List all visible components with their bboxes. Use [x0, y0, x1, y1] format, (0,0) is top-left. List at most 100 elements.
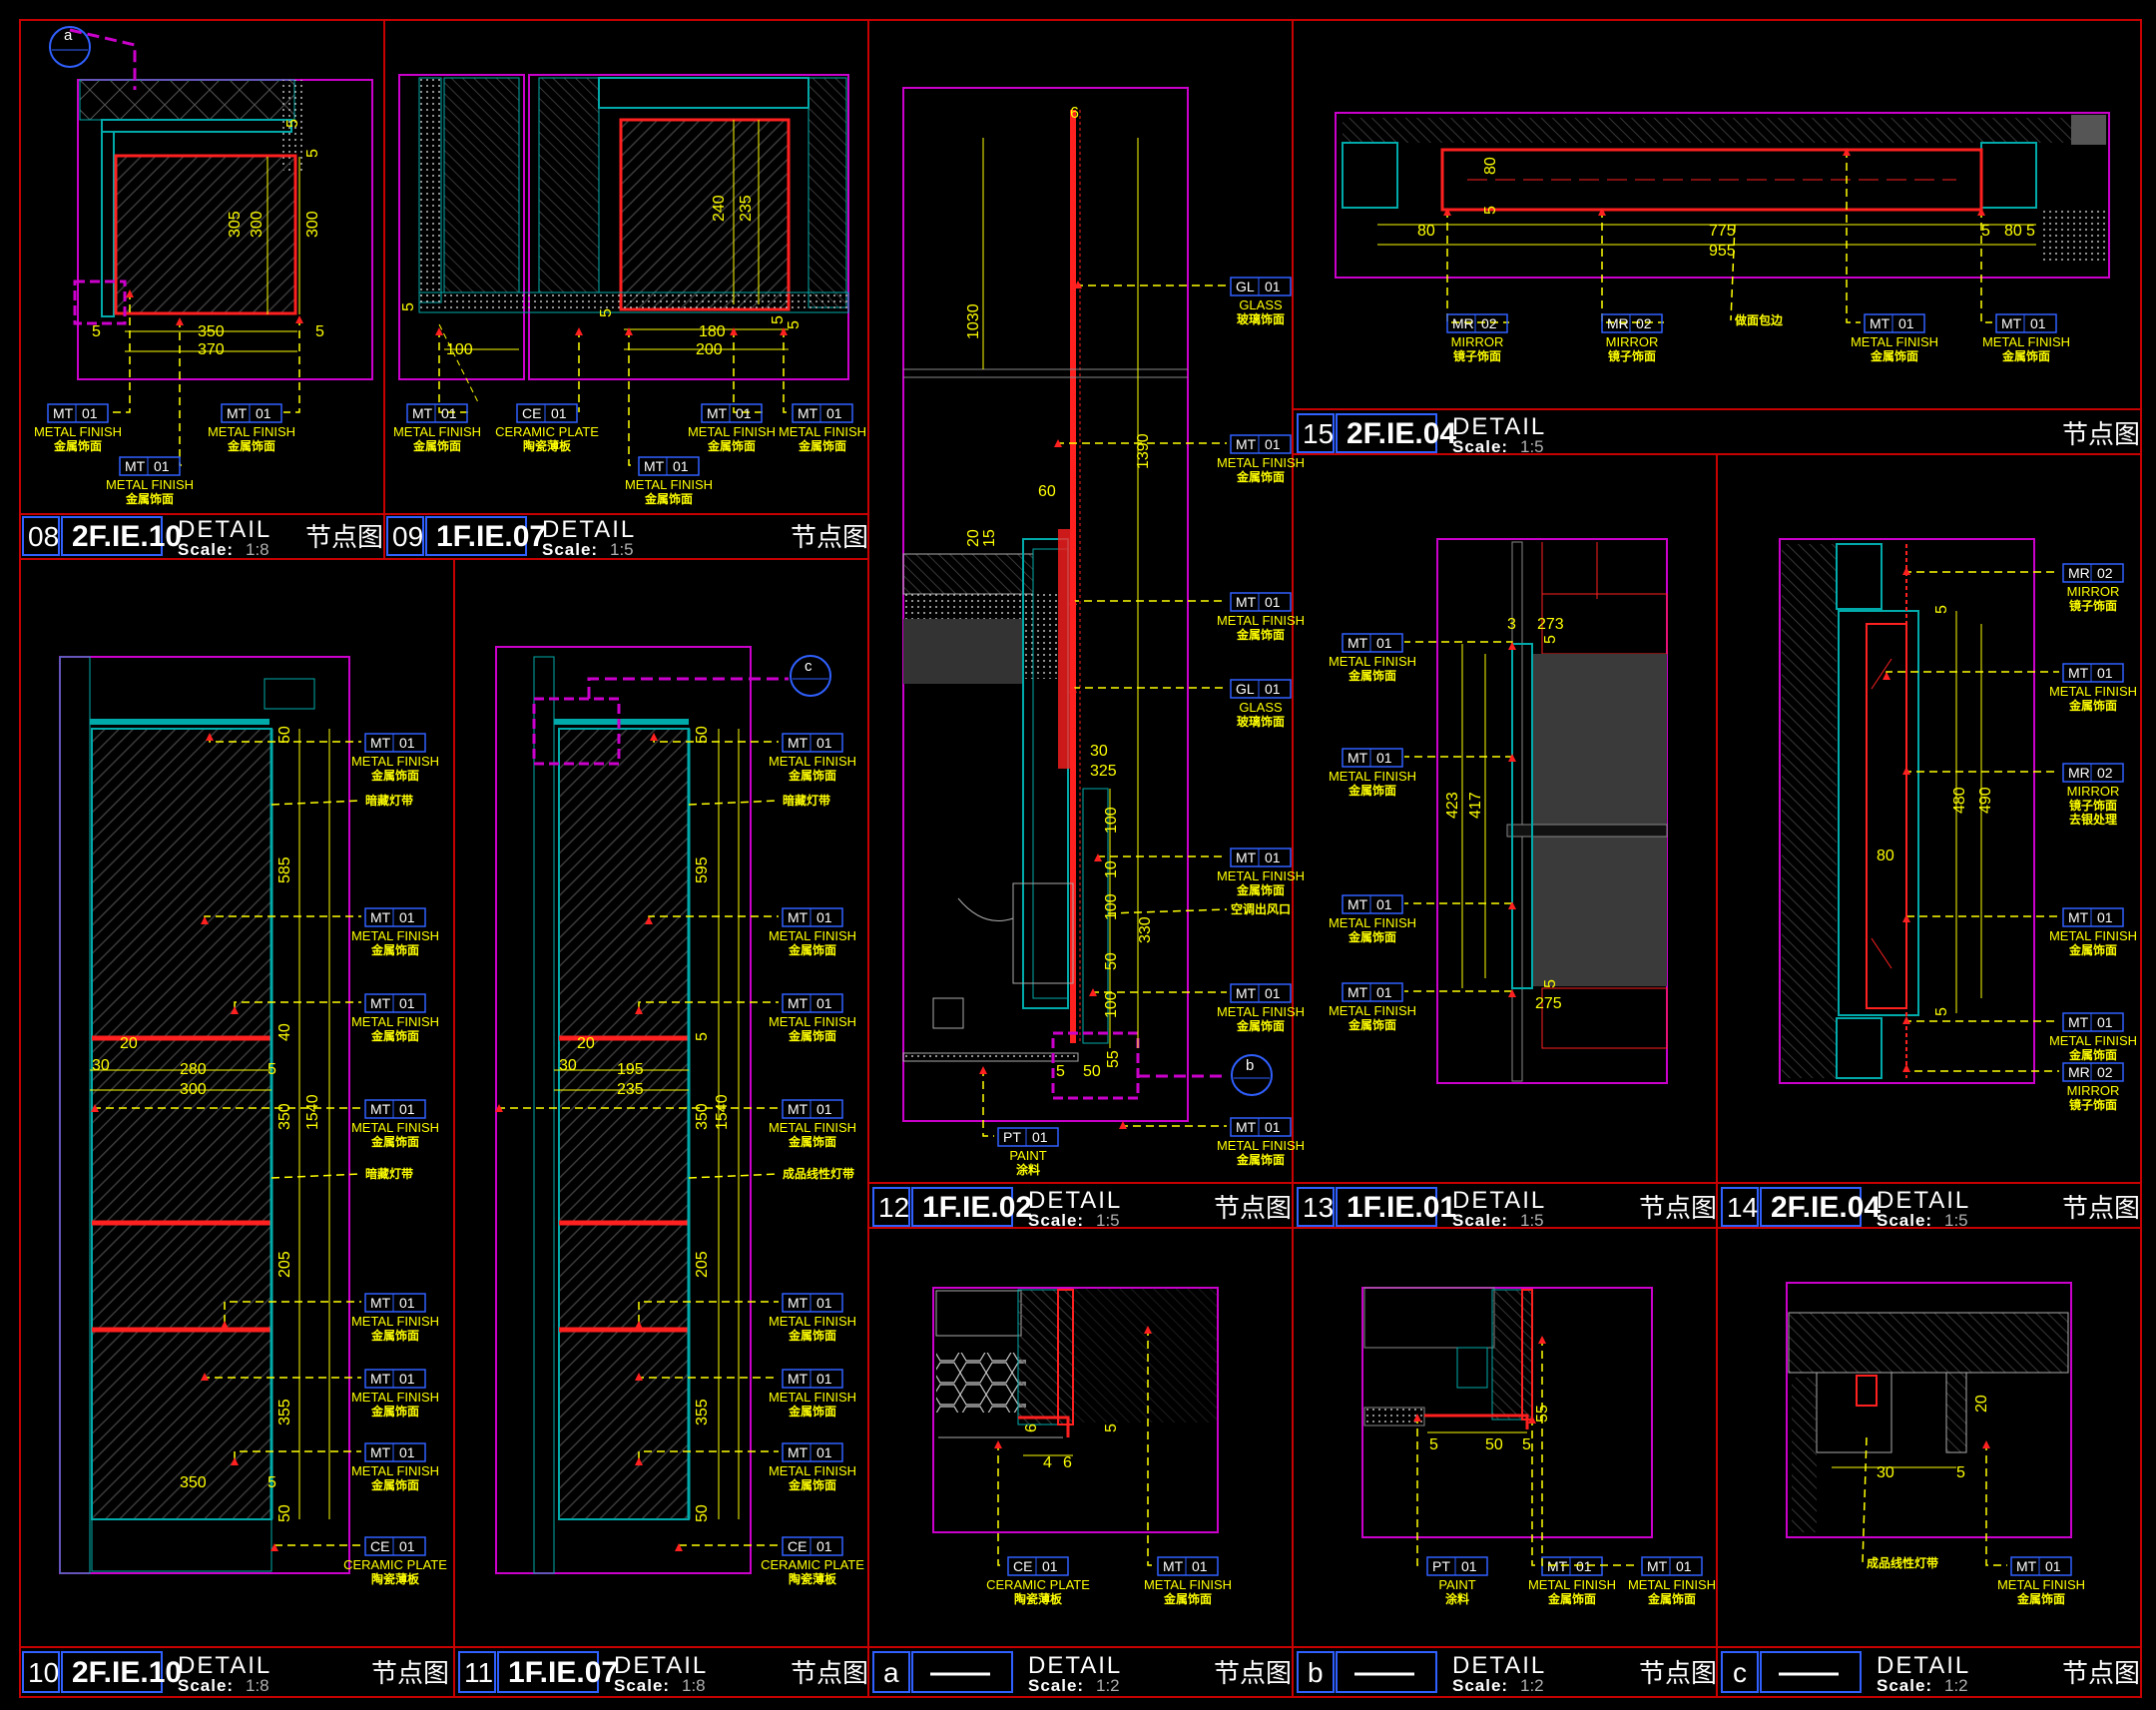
tag-material-en: METAL FINISH [688, 424, 776, 439]
leader-arrow [201, 916, 209, 924]
tag-box [792, 403, 853, 423]
tag-code: MT [2001, 315, 2022, 331]
leader-arrow [979, 1066, 987, 1074]
tag-code: MT [2016, 1558, 2037, 1574]
tag-index: 01 [1265, 681, 1281, 697]
tag-code: MT [412, 405, 433, 421]
tag-index: 01 [399, 1101, 415, 1117]
dimension-label: 330 [1137, 916, 1154, 943]
tag-material-cn: 金属饰面 [125, 491, 174, 506]
dimension-label: 5 [268, 1474, 276, 1491]
detail-type: 节点图 [1639, 1193, 1717, 1223]
leader-arrow [675, 1543, 683, 1551]
tag-material-cn: 金属饰面 [370, 1477, 419, 1492]
leader-line [783, 329, 789, 413]
tag-material-en: METAL FINISH [769, 1463, 856, 1478]
tag-index: 02 [1636, 315, 1652, 331]
detail-title: DETAIL [1452, 1652, 1546, 1679]
tag-material-cn: 金属饰面 [2068, 1047, 2117, 1062]
tag-material-en: GLASS [1239, 297, 1283, 312]
tag-material-en: CERAMIC PLATE [761, 1557, 864, 1572]
tag-code: MT [370, 1295, 391, 1311]
leader-arrow [1508, 901, 1516, 909]
detail-type: 节点图 [371, 1658, 449, 1688]
tag-material-en: METAL FINISH [625, 477, 713, 492]
title-block-b: b —— DETAIL Scale: 1:2 节点图 [1297, 1651, 1717, 1695]
detail-title: DETAIL [1452, 413, 1546, 440]
detail-08-drawing [69, 28, 373, 380]
dimension-label: 355 [694, 1399, 711, 1425]
leader-line [1601, 210, 1664, 323]
tag-code: MT [798, 405, 818, 421]
tag-code: MT [370, 1371, 391, 1387]
leader-line [688, 800, 780, 806]
leader-line [1985, 1442, 2007, 1566]
tag-box [782, 1293, 843, 1313]
tag-material-en: METAL FINISH [1144, 1577, 1232, 1592]
tag-material-cn: 金属饰面 [1236, 1152, 1285, 1167]
dimension-label: 100 [1103, 893, 1120, 920]
annotation-note: 成品线性灯带 [1862, 1436, 1938, 1570]
tag-index: 01 [816, 1538, 832, 1554]
tag-index: 01 [1265, 1119, 1281, 1135]
dimension-label: 50 [1485, 1436, 1503, 1453]
tag-box [406, 403, 468, 423]
leader-line [1446, 210, 1509, 323]
tag-material-cn: 金属饰面 [1236, 469, 1285, 484]
leader-line [997, 1442, 1004, 1566]
leader-arrow [201, 1373, 209, 1381]
dimension-label: 80 [1482, 157, 1499, 175]
detail-title: DETAIL [1452, 1187, 1546, 1214]
tag-code: MT [370, 995, 391, 1011]
tag-code: MT [1236, 1119, 1257, 1135]
tag-index: 02 [2097, 565, 2113, 581]
scale-value: 1:8 [246, 540, 270, 559]
leader-line [982, 1068, 994, 1137]
dimension-label: 50 [276, 1504, 293, 1522]
sheet-reference: 1F.IE.02 [922, 1191, 1032, 1224]
tag-box [2062, 907, 2124, 927]
dimension-label: 40 [276, 1023, 293, 1041]
tag-index: 01 [2030, 315, 2046, 331]
dimension-label: 280 [180, 1061, 207, 1078]
leader-line [438, 329, 469, 413]
dimension-label: 5 [304, 149, 321, 158]
leader-line [270, 800, 362, 806]
detail-type: 节点图 [2062, 1658, 2140, 1688]
leader-arrow [231, 1457, 239, 1465]
detail-number: a [883, 1657, 899, 1688]
tag-material-en: METAL FINISH [769, 1120, 856, 1135]
leader-line [1107, 908, 1228, 914]
scale-label: Scale: [542, 540, 598, 559]
tag-box [782, 1099, 843, 1119]
detail-type: 节点图 [1639, 1658, 1717, 1688]
tag-material-en: METAL FINISH [1329, 654, 1416, 669]
dimension-label: 5 [1482, 206, 1499, 215]
tag-material-cn: 金属饰面 [788, 1404, 836, 1419]
title-block-10: 10 2F.IE.10 DETAIL Scale: 1:8 节点图 [22, 1651, 449, 1695]
leader-line [688, 1173, 780, 1179]
tag-index: 02 [2097, 765, 2113, 781]
dimension-label: 5 [598, 308, 615, 317]
leader-arrow [780, 327, 788, 335]
scale-value: 1:8 [682, 1676, 706, 1695]
tag-box [1641, 1556, 1703, 1576]
leader-arrow [1902, 914, 1910, 922]
dimension-label: 350 [180, 1474, 207, 1491]
tag-box [1342, 982, 1403, 1002]
annotation-note: 空调出风口 [1107, 901, 1291, 916]
dimension-label: 955 [1709, 243, 1736, 260]
annotation-text: 空调出风口 [1231, 901, 1291, 916]
dimension-label: 80 [2004, 223, 2022, 240]
leader-line [283, 317, 300, 413]
